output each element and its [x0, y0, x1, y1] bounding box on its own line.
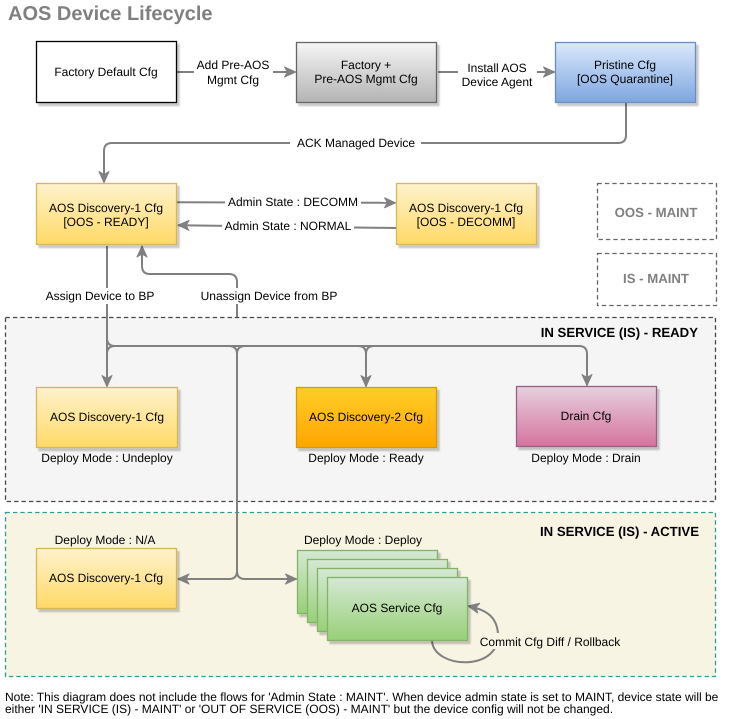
svg-text:IS - MAINT: IS - MAINT — [623, 271, 689, 286]
svg-text:[OOS - DECOMM]: [OOS - DECOMM] — [417, 215, 516, 229]
svg-text:AOS Service Cfg: AOS Service Cfg — [352, 601, 443, 615]
svg-text:Add Pre-AOS: Add Pre-AOS — [197, 58, 270, 72]
svg-text:Pristine Cfg: Pristine Cfg — [594, 58, 656, 72]
svg-text:Deploy Mode : Ready: Deploy Mode : Ready — [308, 451, 423, 465]
svg-text:Install AOS: Install AOS — [467, 61, 526, 75]
svg-text:ACK Managed Device: ACK Managed Device — [297, 136, 415, 150]
svg-text:Mgmt Cfg: Mgmt Cfg — [207, 73, 259, 87]
svg-text:Admin State : NORMAL: Admin State : NORMAL — [225, 219, 352, 233]
svg-text:AOS Discovery-1 Cfg: AOS Discovery-1 Cfg — [50, 410, 164, 424]
svg-text:Deploy Mode : Drain: Deploy Mode : Drain — [531, 451, 640, 465]
svg-text:AOS Discovery-1 Cfg: AOS Discovery-1 Cfg — [409, 201, 523, 215]
svg-text:either 'IN SERVICE (IS) - MAIN: either 'IN SERVICE (IS) - MAINT' or 'OUT… — [5, 702, 613, 716]
svg-text:Deploy Mode : N/A: Deploy Mode : N/A — [55, 533, 156, 547]
svg-text:OOS - MAINT: OOS - MAINT — [615, 205, 698, 220]
svg-text:Deploy Mode : Deploy: Deploy Mode : Deploy — [304, 533, 422, 547]
svg-text:IN SERVICE (IS) - ACTIVE: IN SERVICE (IS) - ACTIVE — [540, 524, 699, 539]
svg-text:Commit Cfg Diff / Rollback: Commit Cfg Diff / Rollback — [480, 635, 621, 649]
svg-text:AOS Discovery-2 Cfg: AOS Discovery-2 Cfg — [309, 410, 423, 424]
svg-text:Factory +: Factory + — [341, 58, 391, 72]
svg-text:Unassign Device from BP: Unassign Device from BP — [201, 289, 338, 303]
svg-text:Assign Device to BP: Assign Device to BP — [46, 289, 155, 303]
svg-text:[OOS Quarantine]: [OOS Quarantine] — [577, 72, 673, 86]
svg-text:Pre-AOS Mgmt Cfg: Pre-AOS Mgmt Cfg — [314, 72, 417, 86]
svg-text:Admin State : DECOMM: Admin State : DECOMM — [228, 195, 358, 209]
svg-text:AOS Device Lifecycle: AOS Device Lifecycle — [8, 3, 213, 25]
svg-text:IN SERVICE (IS) - READY: IN SERVICE (IS) - READY — [541, 325, 699, 340]
svg-text:Factory Default Cfg: Factory Default Cfg — [54, 65, 157, 79]
svg-text:[OOS - READY]: [OOS - READY] — [63, 215, 148, 229]
svg-text:AOS Discovery-1 Cfg: AOS Discovery-1 Cfg — [49, 201, 163, 215]
svg-text:Deploy Mode : Undeploy: Deploy Mode : Undeploy — [41, 451, 172, 465]
svg-text:AOS Discovery-1 Cfg: AOS Discovery-1 Cfg — [49, 571, 163, 585]
svg-text:Drain Cfg: Drain Cfg — [561, 409, 612, 423]
svg-text:Note: This diagram does not in: Note: This diagram does not include the … — [5, 690, 719, 704]
svg-text:Device Agent: Device Agent — [462, 75, 533, 89]
